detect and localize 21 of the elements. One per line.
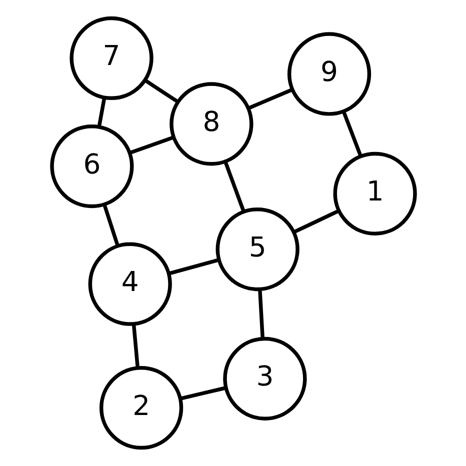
connector	[96, 98, 106, 127]
connector	[223, 160, 245, 212]
connector	[128, 136, 174, 155]
connector	[102, 204, 120, 246]
connector	[144, 78, 178, 104]
connector	[342, 111, 362, 156]
node-circle: 3	[222, 336, 306, 420]
node-circle: 8	[169, 82, 253, 166]
connector	[168, 258, 219, 276]
connector	[131, 324, 140, 368]
node-circle: 6	[50, 124, 134, 208]
connector	[180, 386, 226, 400]
connector	[258, 289, 264, 338]
node-circle: 4	[88, 242, 172, 326]
node-circle: 2	[98, 366, 183, 450]
node-circle: 1	[332, 152, 416, 236]
node-circle: 9	[286, 32, 371, 116]
node-circle: 5	[215, 207, 299, 292]
connector	[248, 88, 292, 110]
connector	[293, 209, 339, 234]
node-circle: 7	[69, 16, 153, 100]
